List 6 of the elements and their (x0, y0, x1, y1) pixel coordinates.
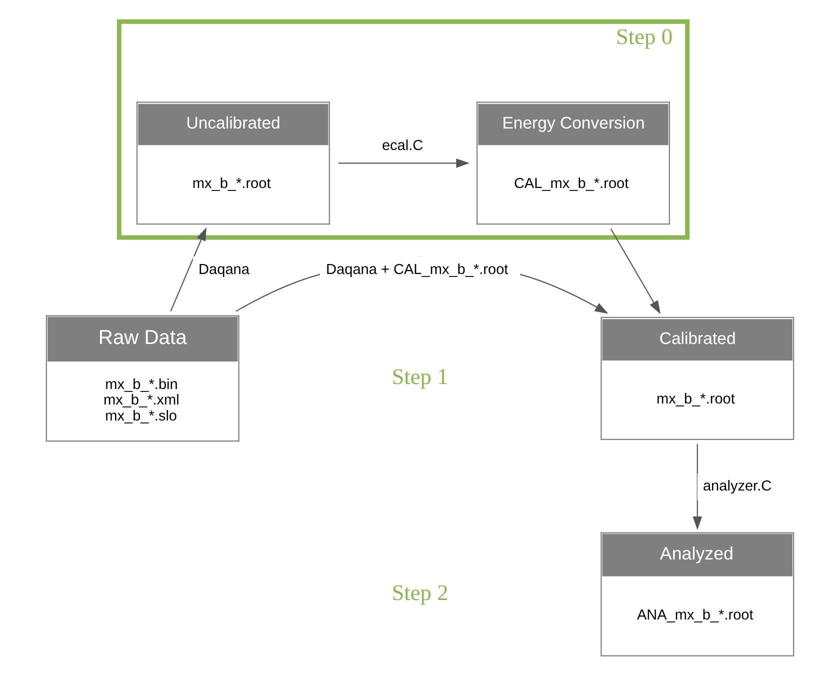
edge-label: Daqana + CAL_mx_b_*.root (326, 262, 508, 278)
edge-label: Daqana (198, 262, 250, 278)
label: Step 2 (392, 580, 448, 605)
edge-label: ecal.C (382, 138, 424, 154)
label: Step 1 (392, 364, 448, 390)
edge-label: analyzer.C (702, 478, 772, 495)
